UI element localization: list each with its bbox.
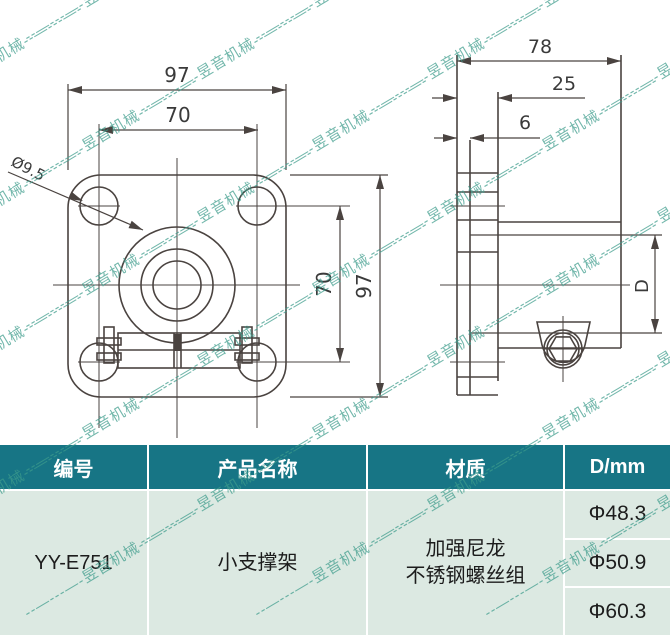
dim-6-label: 6 (519, 112, 531, 134)
material-line-2: 不锈钢螺丝组 (405, 565, 526, 587)
material-line-1: 加强尼龙 (425, 538, 506, 560)
d-value-1: Φ48.3 (565, 491, 670, 538)
front-bolt-left (96, 326, 122, 364)
hole-diameter-label: Ø9.5 (8, 153, 48, 185)
d-value-2: Φ50.9 (565, 539, 670, 587)
spec-cell-code: YY-E751 (0, 491, 147, 635)
side-view (440, 55, 662, 396)
front-view-centerlines (53, 124, 350, 438)
front-bolt-right (234, 326, 260, 364)
spec-header-dmm: D/mm (565, 445, 670, 489)
spec-cell-d-values: Φ48.3 Φ50.9 Φ60.3 (565, 491, 670, 635)
hole-leader-line (7, 171, 144, 231)
spec-cell-name: 小支撑架 (149, 491, 366, 635)
dim-D-label: D (632, 279, 653, 293)
dim-97-top-label: 97 (164, 63, 189, 87)
spec-header-code: 编号 (0, 445, 147, 489)
dim-70-right-label: 70 (312, 271, 336, 296)
front-view-dimensions (7, 84, 388, 398)
dim-25-label: 25 (552, 73, 576, 95)
spec-header-name: 产品名称 (149, 445, 366, 489)
side-view-dimensions (432, 60, 656, 333)
spec-header-material: 材质 (368, 445, 563, 489)
dim-97-right-label: 97 (352, 273, 376, 298)
drawing-canvas: 97 70 70 97 Ø9.5 78 25 6 D (7, 36, 662, 438)
d-value-3: Φ60.3 (565, 588, 670, 635)
arrowheads (68, 57, 659, 397)
dim-70-top-label: 70 (165, 103, 190, 127)
dim-78-label: 78 (528, 36, 552, 58)
spec-table: 编号 产品名称 材质 D/mm YY-E751 小支撑架 加强尼龙 不锈钢螺丝组… (0, 445, 670, 635)
spec-cell-material: 加强尼龙 不锈钢螺丝组 (368, 491, 563, 635)
